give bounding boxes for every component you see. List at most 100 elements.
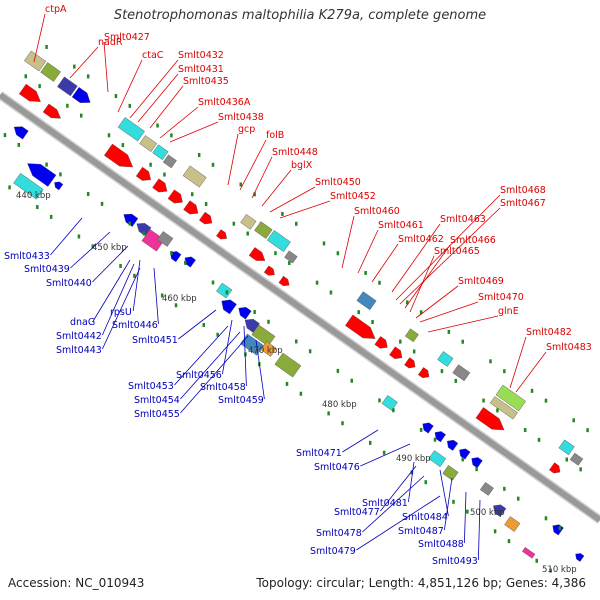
reverse-callout (92, 245, 129, 283)
reverse-label: Smlt0433 (4, 251, 50, 262)
tick-mark (475, 467, 478, 472)
tick-mark (8, 185, 11, 190)
tick-mark (295, 221, 298, 226)
reverse-gene (221, 299, 237, 315)
tick-mark (36, 205, 39, 210)
forward-gene (374, 336, 388, 349)
forward-feature (57, 76, 78, 97)
tick-mark (184, 260, 187, 265)
tick-mark (496, 408, 499, 413)
forward-gene (42, 103, 61, 119)
forward-label: glnE (498, 306, 519, 317)
forward-feature-body (23, 50, 47, 72)
reverse-label: Smlt0454 (134, 395, 180, 406)
ruler-label: 510 kbp (542, 565, 577, 575)
tick-mark (119, 263, 122, 268)
reverse-gene (434, 431, 446, 443)
reverse-label: Smlt0479 (310, 546, 356, 557)
reverse-callout (478, 499, 481, 561)
reverse-gene (479, 482, 494, 496)
forward-feature (452, 364, 471, 382)
tick-mark (170, 251, 173, 256)
forward-label: gcp (238, 124, 255, 135)
tick-mark (66, 103, 69, 108)
reverse-callout (102, 267, 141, 350)
tick-mark (368, 440, 372, 445)
tick-mark (371, 319, 374, 324)
forward-callout (371, 243, 399, 283)
forward-label: Smlt0461 (378, 220, 424, 231)
forward-label: Smlt0432 (178, 50, 224, 61)
reverse-callout (180, 335, 249, 414)
tick-mark (466, 509, 469, 514)
reverse-gene-body (459, 448, 471, 460)
tick-mark (452, 499, 455, 504)
forward-feature-body (489, 396, 518, 420)
forward-label: Smlt0448 (272, 147, 318, 158)
tick-mark (45, 162, 48, 167)
tick-mark (461, 339, 464, 344)
forward-gene-body (183, 200, 199, 215)
forward-label: Smlt0463 (440, 214, 486, 225)
tick-mark (410, 470, 414, 475)
reverse-label: Smlt0439 (24, 264, 70, 275)
forward-label: nadR (98, 37, 123, 48)
reverse-gene-body (479, 482, 494, 496)
tick-mark (45, 44, 48, 49)
reverse-gene (240, 333, 264, 356)
reverse-callout (380, 465, 417, 512)
reverse-gene (575, 553, 585, 562)
tick-mark (447, 329, 451, 334)
reverse-gene (422, 422, 434, 434)
forward-callout (169, 121, 219, 143)
tick-mark (100, 201, 104, 206)
forward-callout (149, 85, 184, 129)
reverse-label: Smlt0440 (46, 278, 92, 289)
forward-feature (495, 384, 527, 412)
reverse-gene (493, 504, 507, 517)
forward-feature-body (404, 328, 419, 343)
forward-label: Smlt0450 (315, 177, 361, 188)
forward-gene-body (418, 367, 430, 379)
tick-mark (433, 437, 437, 442)
reverse-label: Smlt0442 (56, 331, 102, 342)
forward-gene-body (135, 166, 151, 181)
forward-gene-body (374, 336, 388, 349)
tick-mark (285, 381, 289, 386)
reverse-gene (552, 524, 564, 536)
tick-mark (516, 496, 520, 501)
reverse-label: Smlt0481 (362, 498, 408, 509)
backbone (0, 92, 600, 523)
reverse-gene-body (575, 553, 585, 562)
tick-mark (142, 231, 145, 236)
reverse-gene (13, 172, 44, 200)
forward-gene-body (248, 247, 266, 261)
tick-mark (493, 529, 497, 534)
forward-feature-body (40, 62, 61, 82)
tick-mark (364, 270, 367, 275)
reverse-gene-body (504, 516, 521, 532)
reverse-gene-body (184, 256, 196, 268)
reverse-label: rpsU (110, 307, 132, 318)
reverse-gene-body (274, 352, 302, 378)
tick-mark (295, 339, 298, 344)
tick-mark (128, 103, 132, 108)
forward-feature (162, 154, 177, 169)
reverse-gene-body (13, 126, 29, 140)
forward-gene (418, 367, 430, 379)
tick-mark (86, 192, 90, 197)
forward-gene (389, 346, 403, 359)
tick-mark (86, 74, 90, 79)
forward-label: Smlt0436A (198, 97, 251, 108)
tick-mark (549, 568, 552, 573)
reverse-label: Smlt0446 (112, 320, 158, 331)
forward-gene (167, 189, 183, 204)
forward-label: Smlt0466 (450, 235, 496, 246)
tick-mark (586, 428, 589, 433)
forward-label: folB (266, 130, 284, 141)
tick-mark (357, 310, 360, 315)
tick-mark (558, 526, 562, 531)
map-title: Stenotrophomonas maltophilia K279a, comp… (113, 8, 487, 23)
tick-mark (197, 153, 201, 158)
forward-callout (427, 315, 499, 333)
